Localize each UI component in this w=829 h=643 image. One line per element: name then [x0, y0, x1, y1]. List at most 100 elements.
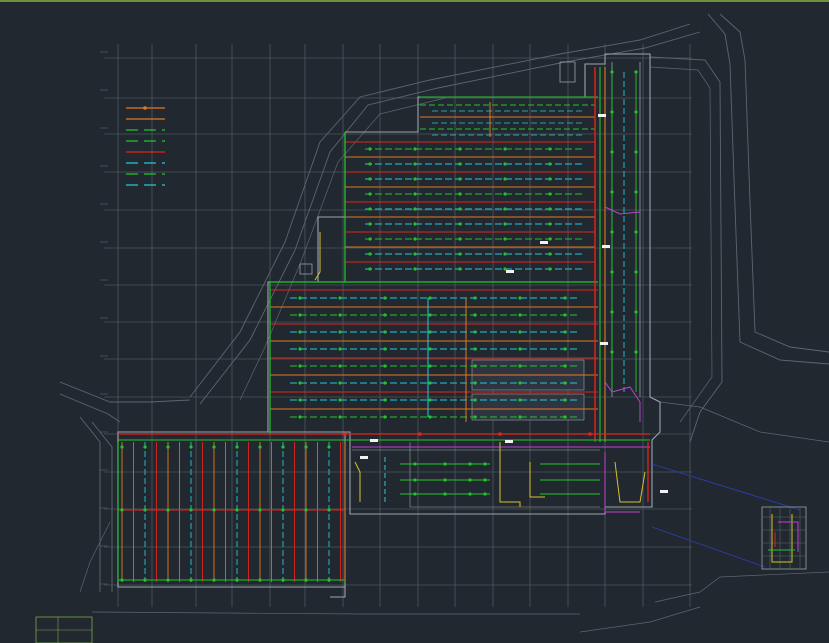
pipe-node [413, 207, 417, 211]
pipe-node [258, 508, 262, 512]
pipe-node [413, 222, 417, 226]
pipe-node [120, 508, 124, 512]
pipe-node [298, 330, 302, 334]
pipe-node [368, 267, 372, 271]
road-curve [649, 66, 713, 423]
pipe-node [473, 364, 477, 368]
stair-block [559, 61, 576, 83]
building-outline [117, 53, 661, 598]
road-curve [199, 31, 701, 405]
pipe-node [548, 147, 552, 151]
pipe-node [212, 445, 216, 449]
pipe-node [610, 350, 614, 354]
pipe-node [473, 398, 477, 402]
pipe-node [304, 445, 308, 449]
pipe-node [498, 432, 502, 436]
pipe-tag [506, 270, 514, 273]
pipe-node [610, 230, 614, 234]
pipe-node [413, 237, 417, 241]
pipe-node [473, 381, 477, 385]
road-curve [91, 421, 113, 592]
pipe-node [563, 415, 567, 419]
pipe-node [634, 190, 638, 194]
pipe-node [298, 415, 302, 419]
pipe-node [503, 147, 507, 151]
pipe-node [634, 270, 638, 274]
ucs-title-block-icon [35, 616, 93, 643]
pipe-node [443, 492, 447, 496]
road-curve [59, 381, 191, 403]
pipe-node [338, 347, 342, 351]
pipe-node [443, 478, 447, 482]
pipe-node [428, 398, 432, 402]
pipe-tag [598, 114, 606, 117]
pipe-node [634, 230, 638, 234]
pipe-node [327, 445, 331, 449]
pipe-node [383, 398, 387, 402]
pipe-node [468, 462, 472, 466]
pipe-node [458, 207, 462, 211]
pipe-node [383, 347, 387, 351]
pipe-node [518, 398, 522, 402]
pipe-node [518, 313, 522, 317]
pipe-node [338, 313, 342, 317]
pipe-node [338, 330, 342, 334]
pipe-node [298, 296, 302, 300]
pipe-node [548, 177, 552, 181]
pipe-node [338, 415, 342, 419]
road-curve [654, 571, 829, 603]
pipe-tag [540, 241, 548, 244]
pipe-node [610, 70, 614, 74]
pipe-node [368, 192, 372, 196]
detail-frame [761, 506, 807, 570]
pipe-tag [660, 490, 668, 493]
pipe-tag [505, 440, 513, 443]
pipe-node [298, 398, 302, 402]
road-curve [239, 97, 446, 401]
pipe-node [143, 106, 147, 110]
pipe-node [383, 415, 387, 419]
road-curve [707, 13, 829, 365]
column-grid [100, 44, 692, 607]
detail-inset [761, 506, 807, 570]
pipe-node [368, 237, 372, 241]
pipe-node [235, 445, 239, 449]
pipe-node [483, 462, 487, 466]
pipe-node [610, 190, 614, 194]
pipe-run-yellow [529, 462, 545, 498]
pipe-node [458, 162, 462, 166]
pipe-node [413, 147, 417, 151]
pipe-node [473, 415, 477, 419]
pipe-node [610, 150, 614, 154]
pipe-node [143, 445, 147, 449]
pipe-node [189, 508, 193, 512]
pipe-node [458, 267, 462, 271]
pipe-node [610, 310, 614, 314]
pipe-node [458, 237, 462, 241]
pipe-node [563, 347, 567, 351]
pipe-node [413, 492, 417, 496]
pipe-node [212, 578, 216, 582]
pipe-node [503, 192, 507, 196]
road-curve [59, 393, 121, 423]
pipe-node [428, 364, 432, 368]
pipe-node [503, 252, 507, 256]
road-curve [659, 401, 829, 443]
pipe-node [443, 462, 447, 466]
pipe-node [338, 398, 342, 402]
building-wall [117, 53, 661, 588]
pipe-node [368, 177, 372, 181]
pipe-node [143, 508, 147, 512]
pipe-node [458, 252, 462, 256]
pipe-node [120, 578, 124, 582]
pipe-node [548, 237, 552, 241]
pipe-node [588, 432, 592, 436]
pipe-node [212, 508, 216, 512]
pipe-node [413, 177, 417, 181]
pipe-node [458, 192, 462, 196]
pipe-run-yellow [314, 232, 321, 281]
pipe-node [304, 578, 308, 582]
pipe-node [518, 296, 522, 300]
